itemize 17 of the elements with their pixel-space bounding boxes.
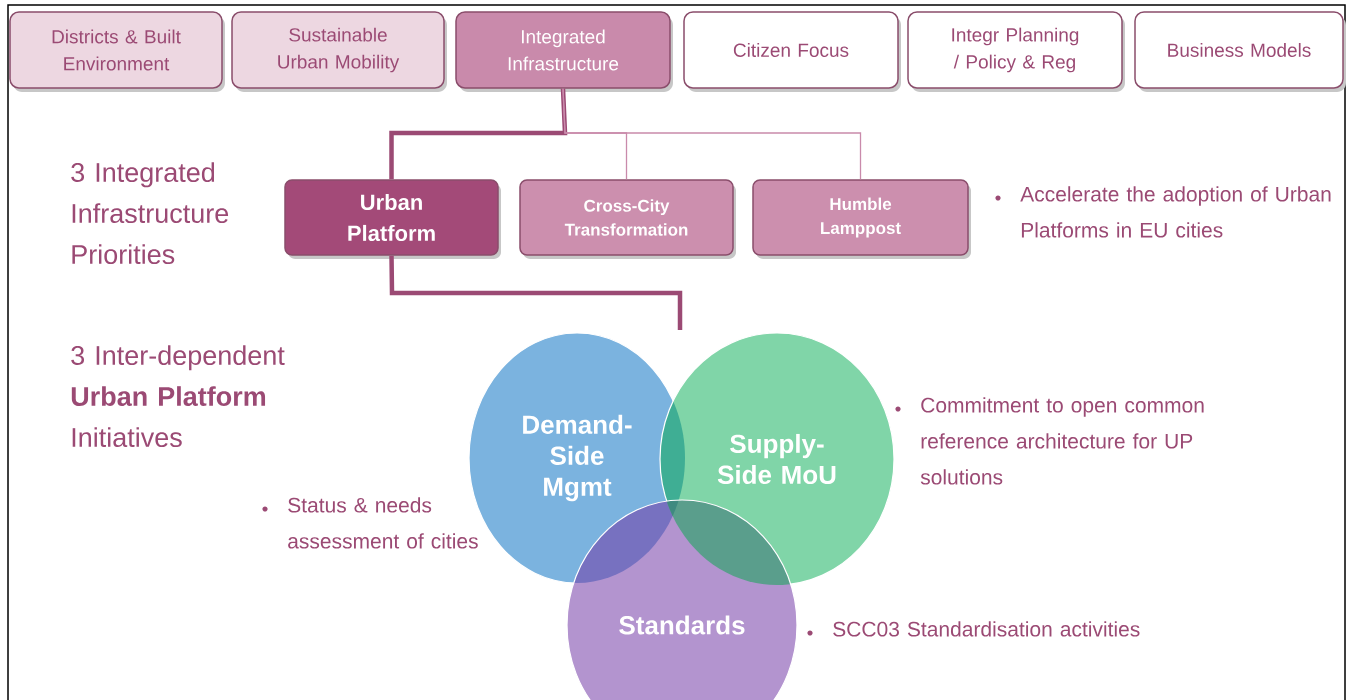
category-box: Business Models bbox=[1134, 11, 1346, 92]
category-box: Sustainable Urban Mobility bbox=[231, 11, 447, 92]
bullet-text: SCC03 Standardisation activities bbox=[807, 621, 1140, 637]
category-box: Integr Planning / Policy & Reg bbox=[907, 11, 1125, 92]
bullet-text: Accelerate the adoption of Urban Platforms in EU cities bbox=[995, 186, 1331, 238]
category-box: Districts & Built Environment bbox=[9, 11, 225, 92]
section-heading: 3 Integrated Infrastructure Priorities bbox=[71, 162, 229, 264]
connector-line bbox=[562, 88, 862, 180]
category-box: Integrated Infrastructure bbox=[455, 11, 673, 92]
category-box: Citizen Focus bbox=[683, 11, 901, 92]
priority-box: Cross-City Transformation bbox=[519, 179, 736, 259]
connector-line bbox=[389, 255, 683, 330]
priority-box: Urban Platform bbox=[284, 179, 501, 259]
bullet-text: Commitment to open common reference architecture for UP solutions bbox=[895, 397, 1204, 485]
connector-line bbox=[389, 88, 568, 180]
priority-box: Humble Lamppost bbox=[752, 179, 971, 259]
section-heading: 3 Inter-dependent Urban Platform Initiatives bbox=[71, 345, 285, 447]
